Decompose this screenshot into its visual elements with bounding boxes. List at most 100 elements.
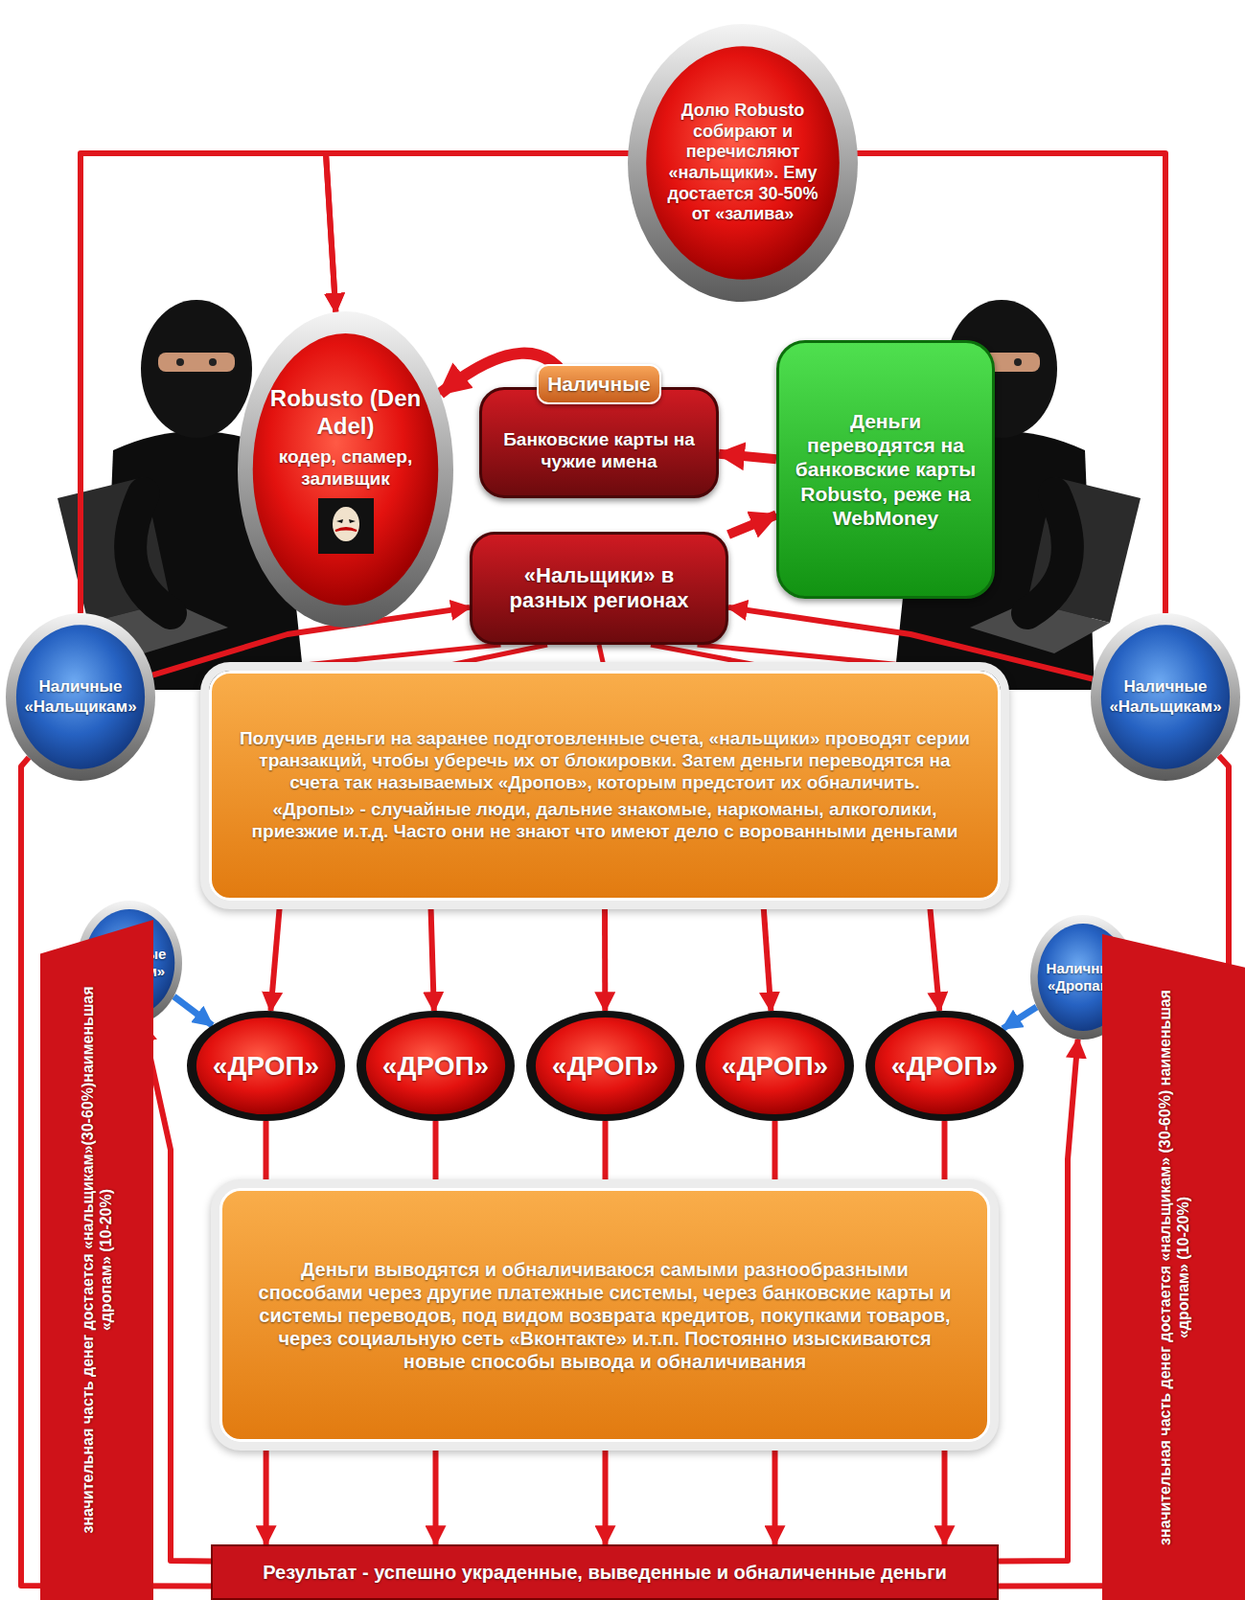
node-fill: [875, 1017, 1015, 1115]
node-content: Получив деньги на заранее подготовленные…: [232, 728, 977, 844]
node-fill: [535, 1017, 675, 1115]
note-box: Деньги выводятся и обналичиваюся самыми …: [219, 1188, 991, 1443]
connector: [266, 1442, 946, 1545]
node-ring: [865, 1011, 1024, 1122]
node-inner: Банковские карты на чужие имена: [495, 415, 703, 488]
connector-line: [728, 514, 777, 535]
cash-circle: Наличные «Нальщикам»: [1090, 613, 1241, 782]
node-content: «ДРОП»: [371, 1050, 500, 1084]
mask-face: [332, 507, 360, 542]
connector-line: [433, 1442, 439, 1545]
share-band: значительная часть денег достается «наль…: [40, 920, 154, 1600]
node-content: «Нальщики» в разных регионах: [485, 563, 713, 615]
connector-line: [697, 645, 962, 671]
node-ring: [186, 1011, 346, 1122]
node-inner: Наличные «Нальщикам»: [1104, 642, 1227, 753]
node-text: «ДРОП»: [711, 1050, 839, 1084]
connector: [762, 900, 771, 1012]
node-text: Robusto (Den Adel): [266, 385, 425, 441]
node-fill: [196, 1017, 336, 1115]
connector-line: [998, 1039, 1079, 1563]
node-content: Наличные «Нальщикам»: [19, 677, 142, 717]
node-text: «ДРОП»: [880, 1050, 1009, 1084]
drop-ellipse: «ДРОП»: [695, 1011, 854, 1122]
connector: [718, 454, 777, 461]
node-content: Деньги переводятся на банковские карты R…: [792, 409, 979, 531]
connector: [248, 645, 961, 671]
hacker-eyes: [158, 352, 235, 372]
node-content: Деньги выводятся и обналичиваюся самыми …: [247, 1258, 963, 1374]
connector-line: [263, 1121, 270, 1189]
person-circle: Robusto (Den Adel) кодер, спамер, заливщи…: [237, 311, 454, 628]
result-bar: Результат - успешно украденные, выведенн…: [210, 1544, 999, 1600]
node-fill: [1101, 624, 1230, 770]
hacker-arm: [130, 493, 171, 614]
node-text: Результат - успешно украденные, выведенн…: [222, 1561, 988, 1585]
node-content: Robusto (Den Adel) кодер, спамер, заливщи…: [266, 385, 425, 554]
node-inner: значительная часть денег достается «наль…: [78, 968, 116, 1553]
drop-ellipse: «ДРОП»: [526, 1011, 685, 1122]
node-inner: «Нальщики» в разных регионах: [485, 544, 713, 633]
node-subtext: «Дропы» - случайные люди, дальние знаком…: [232, 799, 977, 844]
connector: [270, 900, 280, 1012]
connector-line: [601, 900, 608, 1012]
node-text: «ДРОП»: [541, 1050, 669, 1084]
connector-line: [602, 1121, 609, 1189]
node-text: значительная часть денег достается «наль…: [78, 968, 116, 1553]
node-inner: Долю Robusto собирают и перечисляют «нал…: [666, 64, 820, 262]
node-fill: [705, 1017, 845, 1115]
connector-line: [270, 900, 280, 1012]
hacker-eye: [176, 358, 185, 367]
node-ring: [1090, 613, 1241, 782]
node-text: Получив деньги на заранее подготовленные…: [232, 728, 977, 794]
node-inner: Деньги выводятся и обналичиваюся самыми …: [247, 1204, 963, 1427]
node-fill: [16, 624, 145, 770]
node-ring: [356, 1011, 515, 1122]
node-text: значительная часть денег достается «наль…: [1154, 982, 1192, 1553]
cash-circle: Наличные «Нальщикам»: [5, 613, 156, 782]
node-ring: [627, 23, 858, 302]
node-text: Наличные «Нальщикам»: [19, 677, 142, 717]
node-content: значительная часть денег достается «наль…: [1154, 982, 1192, 1553]
connector: [604, 900, 606, 1012]
connector: [944, 1121, 946, 1189]
node-content: «ДРОП»: [541, 1050, 669, 1084]
connector-line: [929, 900, 941, 1012]
label-tab: Наличные: [536, 364, 662, 405]
mask-icon: [318, 498, 374, 554]
node-content: «ДРОП»: [202, 1050, 330, 1084]
info-circle: Долю Robusto собирают и перечисляют «нал…: [627, 23, 858, 302]
connector: [728, 514, 777, 535]
node-text: Наличные: [544, 371, 654, 396]
connector: [173, 996, 212, 1026]
node-inner: Robusto (Den Adel) кодер, спамер, заливщи…: [266, 349, 425, 590]
node-outline: [40, 920, 154, 1600]
node-ring: [526, 1011, 685, 1122]
node-subtext: кодер, спамер, заливщик: [266, 446, 425, 491]
connector-line: [599, 645, 605, 671]
connector-line: [422, 645, 548, 671]
connector-line: [433, 1121, 439, 1189]
connector-line: [718, 454, 777, 461]
process-box: Деньги переводятся на банковские карты R…: [776, 340, 995, 600]
hacker-hood: [140, 299, 253, 439]
connector-line: [263, 1442, 270, 1545]
mask-moustache: [335, 528, 357, 531]
share-band: значительная часть денег достается «наль…: [1102, 934, 1245, 1600]
node-inner: Деньги переводятся на банковские карты R…: [792, 356, 979, 583]
connector-line: [602, 1442, 609, 1545]
node-fill: [366, 1017, 506, 1115]
node-content: «ДРОП»: [711, 1050, 839, 1084]
node-content: «ДРОП»: [880, 1050, 1009, 1084]
node-content: Долю Robusto собирают и перечисляют «нал…: [666, 100, 820, 226]
node-outline: [1102, 934, 1245, 1600]
node-inner: «ДРОП»: [711, 1030, 839, 1103]
node-text: Долю Robusto собирают и перечисляют «нал…: [666, 100, 820, 226]
connector-line: [772, 1442, 779, 1545]
node-text: «Нальщики» в разных регионах: [485, 563, 713, 615]
connector-line: [942, 1121, 948, 1189]
node-content: Результат - успешно украденные, выведенн…: [222, 1561, 988, 1585]
node-inner: Наличные: [544, 368, 654, 401]
connector-line: [1002, 1007, 1037, 1030]
